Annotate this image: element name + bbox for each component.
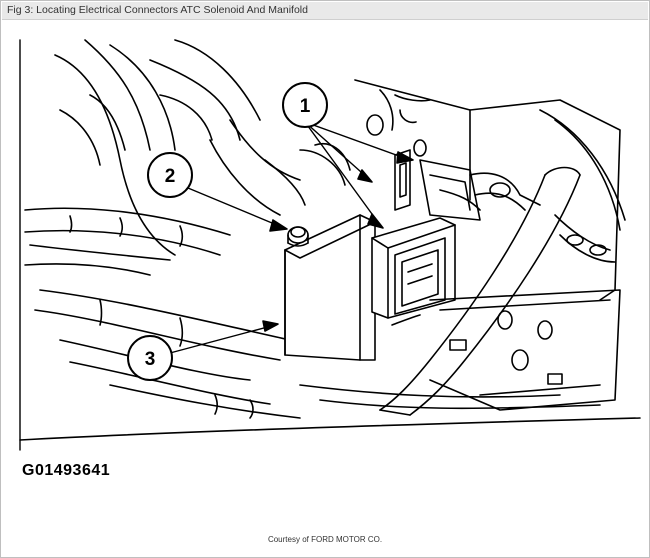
callout-2-leader — [187, 187, 285, 229]
harness-upper — [24, 207, 231, 236]
manifold-block — [354, 79, 621, 301]
wall-lower-edge — [19, 417, 641, 441]
callout-2-circle — [147, 152, 193, 198]
credit-line: Courtesy of FORD MOTOR CO. — [267, 535, 383, 544]
callout-3-circle — [127, 335, 173, 381]
figure-title-bar: Fig 3: Locating Electrical Connectors AT… — [2, 2, 648, 20]
figure-id: G01493641 — [22, 462, 111, 479]
engine-line-drawing: 1 2 3 — [19, 39, 641, 451]
callout-1-label: 1 — [300, 96, 311, 117]
manifold-rail — [429, 289, 621, 411]
left-hose — [54, 54, 176, 256]
electrical-connector — [371, 217, 456, 326]
callout-1-leader-c — [304, 121, 371, 181]
callout-1-leader-b — [304, 121, 411, 161]
callout-3-label: 3 — [145, 349, 156, 370]
callout-3-leader — [169, 324, 276, 354]
figure-title: Fig 3: Locating Electrical Connectors AT… — [7, 4, 308, 16]
harness-lower — [39, 289, 291, 341]
callout-2-label: 2 — [165, 166, 176, 187]
mounting-bolt — [287, 226, 309, 247]
callout-1-leader-a — [304, 121, 381, 226]
callout-1-circle — [282, 82, 328, 128]
